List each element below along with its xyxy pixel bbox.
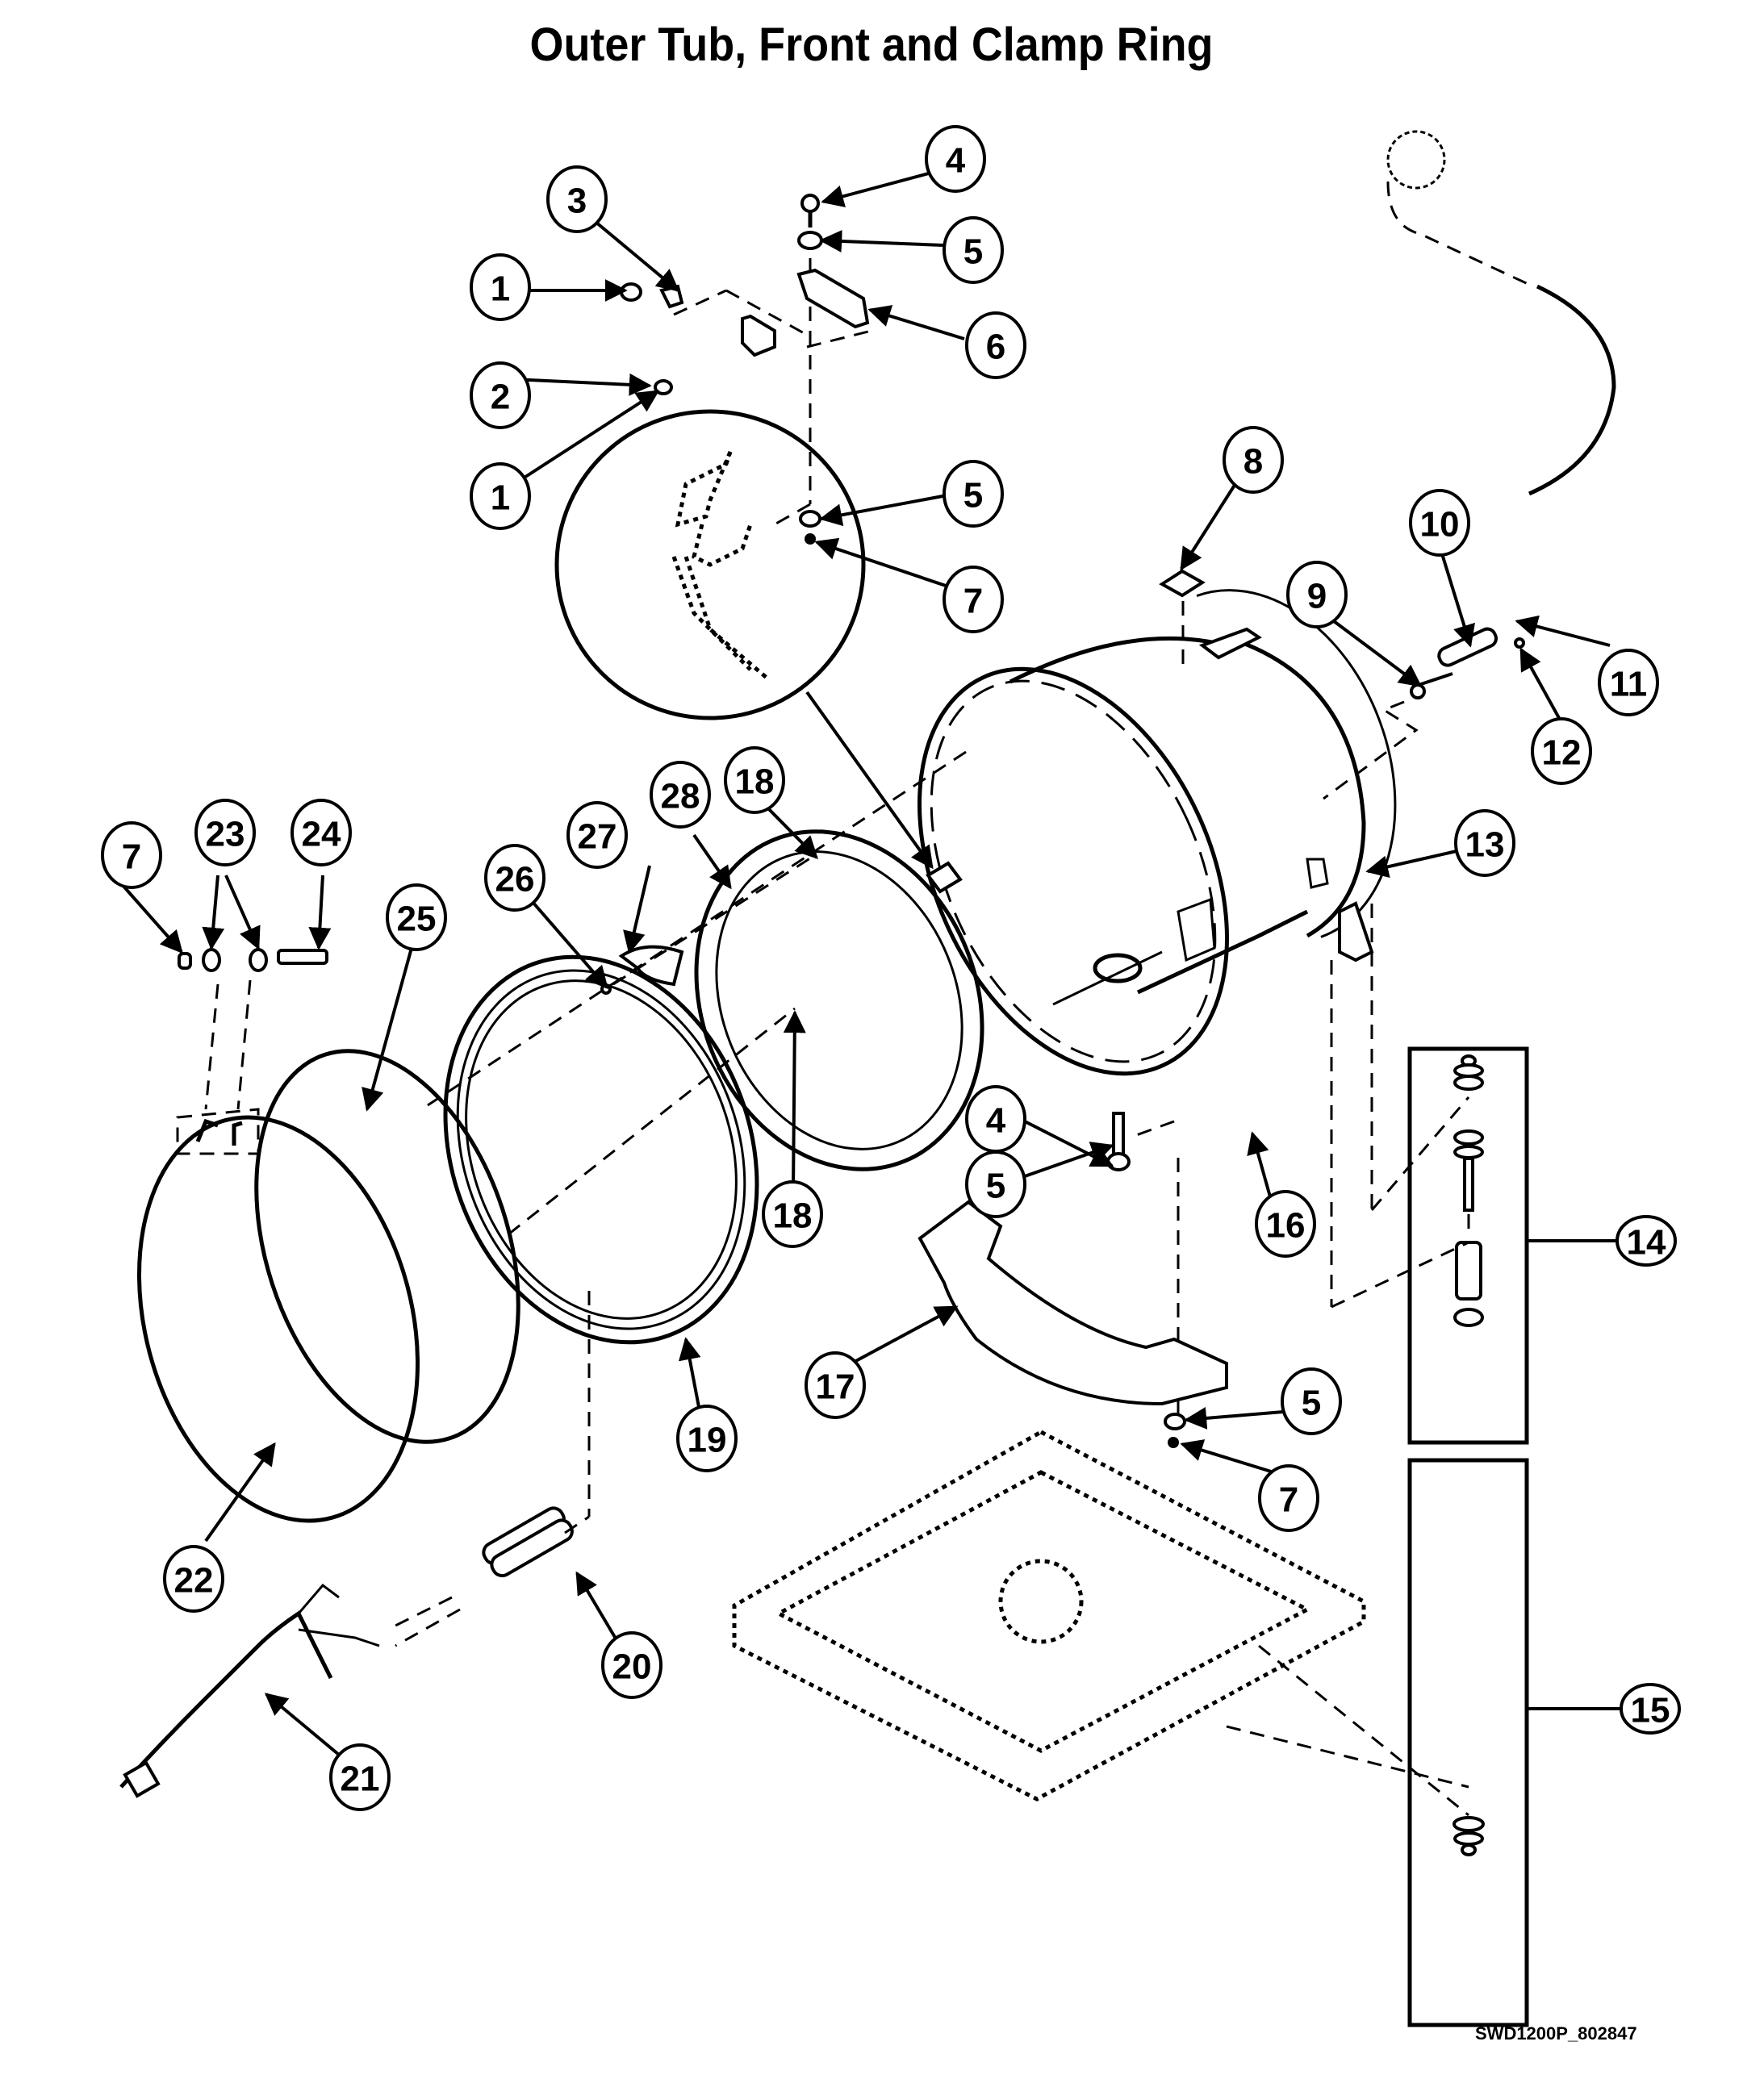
callout-18: 18 (724, 746, 785, 814)
inset-leader (805, 691, 934, 870)
callout-8: 8 (1223, 426, 1284, 494)
callout-7: 7 (101, 821, 162, 889)
tub-support-part-17 (917, 1200, 1228, 1406)
wiring-harness-part-21 (119, 1583, 380, 1798)
drawing-code: SWD1200P_802847 (1475, 2023, 1637, 2044)
callout-14: 14 (1616, 1215, 1677, 1267)
svg-text:12: 12 (1542, 733, 1582, 773)
outer-tub (917, 552, 1442, 1076)
svg-text:24: 24 (302, 815, 341, 854)
callout-2: 2 (470, 361, 531, 429)
callout-23: 23 (194, 799, 256, 866)
callout-7: 7 (943, 566, 1004, 633)
ring-part-28 (694, 829, 984, 1171)
callout-9: 9 (1286, 561, 1348, 628)
callout-10: 10 (1409, 489, 1470, 557)
kit-box-15 (1407, 1458, 1529, 2027)
tab-part-27 (618, 945, 684, 987)
svg-text:4: 4 (986, 1101, 1006, 1141)
svg-text:4: 4 (946, 141, 966, 181)
svg-text:8: 8 (1244, 442, 1263, 482)
svg-text:27: 27 (578, 817, 617, 857)
svg-text:9: 9 (1307, 577, 1327, 616)
callout-5: 5 (965, 1150, 1026, 1218)
front-part-19 (443, 954, 759, 1345)
callout-28: 28 (650, 761, 711, 829)
svg-text:7: 7 (122, 837, 141, 877)
svg-text:21: 21 (341, 1760, 380, 1799)
diagram-title: Outer Tub, Front and Clamp Ring (529, 19, 1214, 71)
svg-text:7: 7 (1279, 1480, 1298, 1520)
mount-hardware (1452, 1054, 1485, 1856)
callout-18: 18 (762, 1180, 823, 1248)
bolt-part-4 (1112, 1112, 1125, 1159)
callout-12: 12 (1531, 717, 1592, 785)
callout-4: 4 (965, 1085, 1026, 1153)
svg-text:3: 3 (567, 182, 587, 221)
callout-1: 1 (470, 462, 531, 530)
heater-element-part-20 (482, 1506, 574, 1578)
svg-text:2: 2 (491, 378, 510, 417)
callout-7: 7 (1258, 1464, 1319, 1532)
svg-text:5: 5 (963, 476, 983, 516)
svg-text:25: 25 (397, 900, 437, 939)
callout-4: 4 (925, 125, 986, 193)
pressure-hose-assembly (1323, 130, 1616, 800)
patch-part (1159, 569, 1206, 598)
kit-box-14 (1407, 1046, 1529, 1445)
callout-15: 15 (1620, 1683, 1681, 1735)
detail-inset-circle (554, 210, 866, 720)
top-hardware (620, 194, 872, 545)
svg-text:6: 6 (986, 328, 1005, 367)
svg-text:13: 13 (1465, 825, 1505, 865)
svg-text:18: 18 (735, 762, 775, 802)
base-frame (732, 1430, 1366, 1801)
callout-20: 20 (601, 1631, 663, 1699)
callout-5: 5 (1281, 1367, 1342, 1435)
callout-19: 19 (676, 1405, 738, 1472)
svg-text:5: 5 (963, 232, 983, 272)
leader-lines (119, 169, 1626, 1756)
svg-text:1: 1 (491, 478, 510, 518)
svg-text:17: 17 (816, 1367, 855, 1407)
svg-text:19: 19 (688, 1421, 727, 1460)
svg-text:26: 26 (495, 860, 535, 900)
callout-25: 25 (386, 883, 447, 951)
callout-17: 17 (805, 1351, 866, 1419)
svg-text:5: 5 (1302, 1384, 1321, 1423)
svg-text:10: 10 (1420, 505, 1460, 545)
svg-text:28: 28 (661, 777, 700, 816)
svg-text:1: 1 (491, 269, 510, 309)
svg-text:20: 20 (612, 1647, 652, 1687)
clamp-hardware (176, 948, 328, 1155)
callout-21: 21 (329, 1743, 391, 1811)
callout-1: 1 (470, 253, 531, 321)
callout-24: 24 (290, 799, 352, 866)
callout-26: 26 (484, 844, 545, 912)
svg-text:22: 22 (174, 1561, 214, 1601)
clamp-ring-part-22 (136, 1115, 420, 1523)
svg-text:7: 7 (963, 582, 983, 621)
svg-text:16: 16 (1266, 1206, 1306, 1246)
svg-text:5: 5 (986, 1167, 1005, 1206)
callout-5: 5 (943, 460, 1004, 528)
callout-5: 5 (943, 216, 1004, 284)
callout-11: 11 (1598, 649, 1659, 716)
svg-text:18: 18 (773, 1196, 813, 1236)
gasket-part-25 (254, 1049, 520, 1444)
svg-text:11: 11 (1610, 665, 1648, 704)
svg-text:23: 23 (206, 815, 245, 854)
callout-6: 6 (965, 311, 1026, 379)
svg-text:14: 14 (1627, 1223, 1666, 1263)
callout-13: 13 (1454, 809, 1515, 877)
callout-27: 27 (566, 801, 628, 869)
callout-16: 16 (1255, 1190, 1316, 1258)
callout-22: 22 (163, 1545, 224, 1613)
callout-3: 3 (546, 165, 608, 233)
svg-text:15: 15 (1631, 1691, 1670, 1731)
